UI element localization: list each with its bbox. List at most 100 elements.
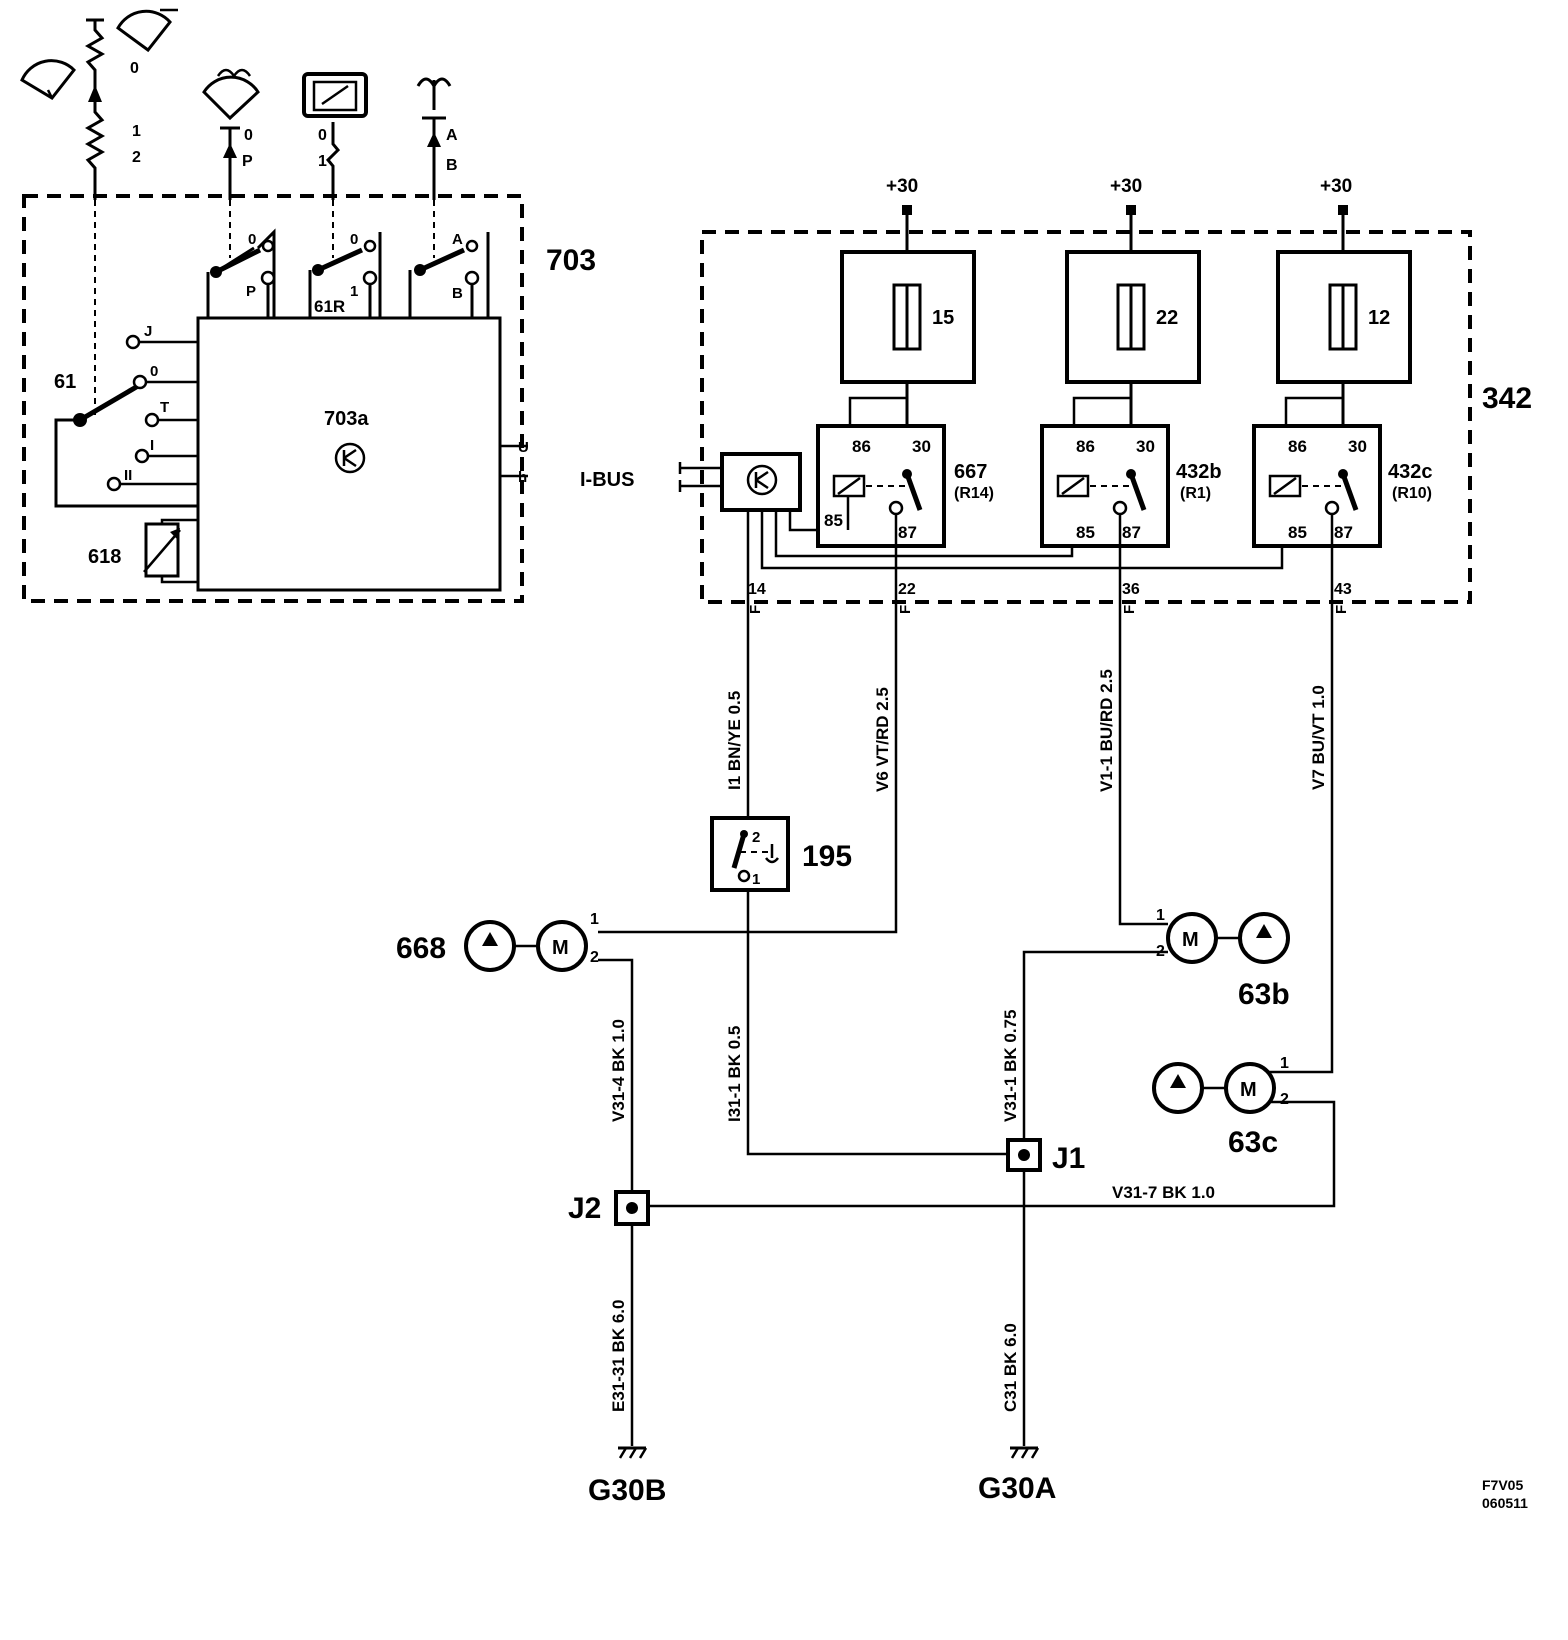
ibus-label: I-BUS — [580, 469, 634, 491]
switch-pos-T: T — [160, 399, 169, 416]
c63c-pin1: 1 — [1280, 1055, 1289, 1072]
c63c-motor: M — [1240, 1079, 1257, 1101]
r432b-p86: 86 — [1076, 437, 1095, 456]
wire-v31-4: V31-4 BK 1.0 — [609, 1019, 628, 1122]
contact-r-1: 1 — [318, 153, 327, 170]
relay-432c-name: 432c — [1388, 461, 1433, 483]
relay-667-name: 667 — [954, 461, 987, 483]
electronic-unit-icon — [334, 442, 366, 474]
r432c-p87: 87 — [1334, 523, 1353, 542]
contact-r-0: 0 — [318, 127, 327, 144]
contact-box1-0: 0 — [248, 231, 256, 248]
wire-v31-7: V31-7 BK 1.0 — [1112, 1183, 1215, 1202]
footer-code: F7V05 — [1482, 1477, 1523, 1493]
r432b-p85: 85 — [1076, 523, 1095, 542]
supply-1: +30 — [886, 176, 918, 197]
module-703: 703 703a 0 P 0 1 61R — [22, 194, 596, 603]
output-36: 36 — [1122, 581, 1140, 598]
wire-v6: V6 VT/RD 2.5 — [873, 687, 892, 792]
supply-3: +30 — [1320, 176, 1352, 197]
c668-pin2: 2 — [590, 949, 599, 966]
connector-F-2: F — [897, 605, 914, 614]
component-63c: M 1 2 — [1152, 1055, 1289, 1114]
module-703-label: 703 — [546, 244, 596, 277]
c195-pin2: 2 — [752, 829, 760, 846]
contact-box2-1: 1 — [350, 283, 358, 300]
junction-j2 — [614, 1190, 650, 1226]
stalk-pos-1: 1 — [132, 123, 141, 140]
c63b-pin1: 1 — [1156, 907, 1165, 924]
g30b-label: G30B — [588, 1474, 666, 1507]
contact-p-0: 0 — [244, 127, 253, 144]
r667-p30: 30 — [912, 437, 931, 456]
c195-pin1: 1 — [752, 871, 760, 888]
c63c-label: 63c — [1228, 1126, 1278, 1159]
wiper-icon — [20, 59, 77, 100]
output-22: 22 — [898, 581, 916, 598]
connector-F-1: F — [747, 605, 764, 614]
resistor-618 — [143, 518, 198, 584]
output-14: 14 — [748, 581, 766, 598]
wiring: I1 BN/YE 0.5 V6 VT/RD 2.5 V1-1 BU/RD 2.5… — [598, 602, 1336, 1446]
rear-wiper-icon — [302, 72, 368, 118]
c63b-label: 63b — [1238, 978, 1290, 1011]
switch-pos-0: 0 — [150, 363, 158, 380]
ground-g30a — [1010, 1446, 1040, 1459]
relay-432c-sub: (R10) — [1392, 485, 1432, 502]
fuse-12: 12 — [1368, 307, 1390, 329]
contact-box3-A: A — [452, 231, 463, 248]
wire-c31: C31 BK 6.0 — [1001, 1323, 1020, 1412]
wire-v31-1: V31-1 BK 0.75 — [1001, 1010, 1020, 1122]
c63b-pin2: 2 — [1156, 943, 1165, 960]
supply-2: +30 — [1110, 176, 1142, 197]
relay-432b — [1040, 396, 1170, 548]
j2-label: J2 — [568, 1192, 601, 1225]
c63c-pin2: 2 — [1280, 1091, 1289, 1108]
connector-F-3: F — [1121, 605, 1138, 614]
stalk-pos-2: 2 — [132, 149, 141, 166]
contact-box1-P: P — [246, 283, 256, 300]
c195-label: 195 — [802, 840, 852, 873]
switch-pos-I: I — [150, 437, 154, 454]
connector-F-4: F — [1333, 605, 1350, 614]
wiper-stalk-symbols: 0 1 2 0 P 0 1 A B — [20, 8, 458, 200]
wire-i1: I1 BN/YE 0.5 — [725, 691, 744, 790]
module-703a-label: 703a — [324, 408, 369, 430]
contact-B: B — [446, 157, 458, 174]
relay-432b-name: 432b — [1176, 461, 1222, 483]
component-195: 2 1 — [710, 816, 790, 892]
stalk-pos-0: 0 — [130, 60, 139, 77]
j1-label: J1 — [1052, 1142, 1085, 1175]
r667-p87: 87 — [898, 523, 917, 542]
relay-432c — [1252, 396, 1382, 548]
junction-j1 — [1006, 1138, 1042, 1172]
contact-A: A — [446, 127, 458, 144]
component-63b: M 1 2 — [1156, 907, 1290, 964]
pin-U: U — [518, 439, 529, 456]
fuse-22: 22 — [1156, 307, 1178, 329]
contact-box2-0: 0 — [350, 231, 358, 248]
r667-p85: 85 — [824, 511, 843, 530]
contact-p-P: P — [242, 153, 253, 170]
output-43: 43 — [1334, 581, 1352, 598]
wire-i31-1: I31-1 BK 0.5 — [725, 1026, 744, 1122]
c668-motor: M — [552, 937, 569, 959]
c668-label: 668 — [396, 932, 446, 965]
switch-61r-label: 61R — [314, 297, 345, 316]
component-668: M 1 2 — [464, 911, 599, 972]
relay-667 — [816, 396, 946, 548]
r432c-p30: 30 — [1348, 437, 1367, 456]
box-342-label: 342 — [1482, 382, 1532, 415]
wiper-interval-icon — [116, 8, 178, 53]
ground-g30b — [618, 1446, 648, 1459]
r667-p86: 86 — [852, 437, 871, 456]
r432b-p30: 30 — [1136, 437, 1155, 456]
wire-v1-1: V1-1 BU/RD 2.5 — [1097, 669, 1116, 792]
g30a-label: G30A — [978, 1472, 1056, 1505]
r432c-p85: 85 — [1288, 523, 1307, 542]
wire-e31-31: E31-31 BK 6.0 — [609, 1300, 628, 1412]
washer-icon — [416, 77, 452, 110]
switch-61-label: 61 — [54, 371, 76, 393]
switch-pos-J: J — [144, 323, 152, 340]
